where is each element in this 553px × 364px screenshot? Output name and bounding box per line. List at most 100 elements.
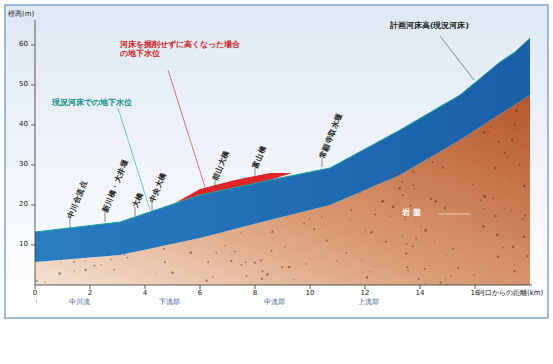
gravel-dot xyxy=(424,268,426,270)
gravel-dot xyxy=(488,131,489,132)
gravel-dot xyxy=(260,260,262,262)
gravel-dot xyxy=(238,153,240,155)
gravel-dot xyxy=(434,240,435,241)
gravel-dot xyxy=(157,139,160,142)
gravel-dot xyxy=(270,232,271,233)
gravel-dot xyxy=(94,265,96,267)
section-label: 上流部 xyxy=(332,298,404,306)
gravel-dot xyxy=(350,219,351,220)
gravel-dot xyxy=(406,243,408,245)
gravel-dot xyxy=(346,139,348,141)
gravel-dot xyxy=(70,137,71,138)
gravel-dot xyxy=(489,276,491,278)
gravel-dot xyxy=(408,99,409,100)
gravel-dot xyxy=(35,137,38,140)
gravel-dot xyxy=(271,164,273,166)
gravel-dot xyxy=(158,122,160,124)
gravel-dot xyxy=(105,140,107,142)
gravel-dot xyxy=(507,156,509,158)
gravel-dot xyxy=(381,200,383,202)
gravel-dot xyxy=(478,144,480,146)
gravel-dot xyxy=(68,174,69,175)
gravel-dot xyxy=(164,97,166,99)
gravel-dot xyxy=(46,156,47,157)
gravel-dot xyxy=(276,147,278,149)
gravel-dot xyxy=(494,167,496,169)
gravel-dot xyxy=(257,111,259,113)
gravel-dot xyxy=(274,114,276,116)
gravel-dot xyxy=(414,188,415,189)
gravel-dot xyxy=(78,161,80,163)
gravel-dot xyxy=(293,279,294,280)
gravel-dot xyxy=(430,198,432,200)
gravel-dot xyxy=(342,143,344,145)
gravel-dot xyxy=(483,131,485,133)
gravel-dot xyxy=(322,122,324,124)
gravel-dot xyxy=(383,280,385,282)
gravel-dot xyxy=(276,106,277,107)
x-tick-label: 6 xyxy=(190,289,210,297)
gravel-dot xyxy=(498,141,500,143)
gravel-dot xyxy=(52,216,53,217)
gravel-dot xyxy=(472,184,473,185)
gravel-dot xyxy=(227,129,229,131)
gravel-dot xyxy=(480,199,482,201)
gravel-dot xyxy=(38,173,40,175)
gravel-dot xyxy=(40,205,42,207)
gravel-dot xyxy=(415,220,417,222)
gravel-dot xyxy=(406,266,408,268)
gravel-dot xyxy=(215,110,217,112)
gravel-dot xyxy=(295,154,297,156)
gravel-dot xyxy=(509,192,511,194)
bedrock-label: 岩 盤 xyxy=(402,208,421,217)
gravel-dot xyxy=(511,138,513,140)
gravel-dot xyxy=(495,220,497,222)
gravel-dot xyxy=(374,207,376,209)
gravel-dot xyxy=(361,233,363,235)
gravel-dot xyxy=(277,168,278,169)
gravel-dot xyxy=(49,176,51,178)
gravel-dot xyxy=(316,135,318,137)
gravel-dot xyxy=(369,126,370,127)
gravel-dot xyxy=(227,96,228,97)
gravel-dot xyxy=(402,194,404,196)
gravel-dot xyxy=(274,107,275,108)
gravel-dot xyxy=(412,171,414,173)
gravel-dot xyxy=(355,136,358,139)
gravel-dot xyxy=(514,256,516,258)
gravel-dot xyxy=(155,104,156,105)
gravel-dot xyxy=(264,124,266,126)
gravel-dot xyxy=(521,144,523,146)
gravel-dot xyxy=(474,160,475,161)
gravel-dot xyxy=(93,142,95,144)
x-tick xyxy=(310,285,311,289)
section-label: 下流部 xyxy=(122,298,217,306)
gravel-dot xyxy=(464,218,466,220)
gravel-dot xyxy=(110,259,112,261)
gravel-dot xyxy=(75,107,76,108)
gravel-dot xyxy=(482,225,484,227)
gravel-dot xyxy=(234,251,236,253)
gravel-dot xyxy=(98,156,100,158)
gravel-dot xyxy=(350,209,352,211)
groundwater-band xyxy=(35,38,530,262)
gravel-dot xyxy=(291,164,292,165)
gravel-dot xyxy=(526,255,528,257)
gravel-dot xyxy=(321,216,323,218)
gravel-dot xyxy=(168,143,170,145)
gravel-dot xyxy=(48,210,49,211)
gravel-dot xyxy=(266,118,268,120)
gravel-dot xyxy=(252,108,255,111)
gravel-dot xyxy=(117,147,119,149)
gravel-dot xyxy=(326,107,327,108)
gravel-dot xyxy=(266,273,268,275)
gravel-dot xyxy=(224,245,225,246)
gravel-dot xyxy=(421,226,422,227)
gravel-dot xyxy=(239,167,241,169)
gravel-dot xyxy=(326,160,328,162)
gravel-dot xyxy=(376,119,378,121)
gravel-dot xyxy=(523,185,526,188)
gravel-dot xyxy=(424,229,426,231)
gravel-dot xyxy=(106,122,107,123)
gravel-dot xyxy=(515,110,517,112)
